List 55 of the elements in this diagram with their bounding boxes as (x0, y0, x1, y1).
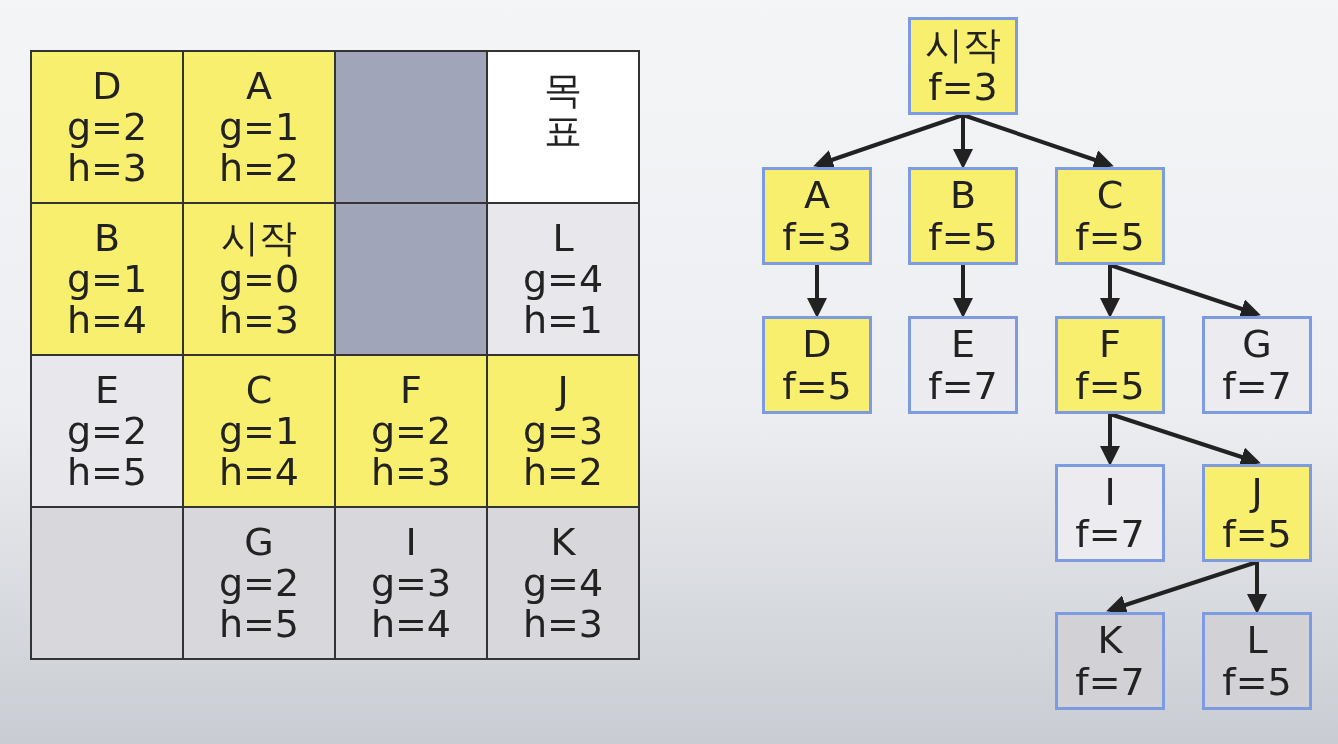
tree-node-box (908, 167, 1018, 265)
tree-node-box (908, 17, 1018, 115)
node-name: E (951, 323, 975, 365)
node-name: J (1251, 471, 1263, 513)
cell-text: 시작 g=0 h=3 (218, 217, 300, 341)
node-name: A (804, 174, 830, 216)
f-value: f=7 (1075, 513, 1145, 555)
node-name: L (1246, 619, 1268, 661)
f-value: f=5 (928, 216, 998, 258)
arrow (1247, 562, 1267, 614)
f-value: f=7 (1075, 661, 1145, 703)
node-name: D (802, 323, 832, 365)
node-name: G (1242, 323, 1272, 365)
f-value: f=5 (1075, 365, 1145, 407)
tree-node-box (762, 167, 872, 265)
cell-text: E g=2 h=5 (66, 369, 148, 493)
arrow (807, 265, 827, 318)
cell-text: J g=3 h=2 (522, 369, 604, 493)
f-value: f=3 (782, 216, 852, 258)
cell-text: K g=4 h=3 (522, 521, 604, 645)
tree-node-box (762, 316, 872, 414)
node-name: C (1096, 174, 1124, 216)
cell-text: B g=1 h=4 (66, 217, 148, 341)
arrow (953, 115, 973, 169)
cell-text: F g=2 h=3 (370, 369, 452, 493)
f-value: f=5 (782, 365, 852, 407)
arrow (1100, 414, 1120, 466)
cell-text: C g=1 h=4 (218, 369, 300, 493)
tree-node-box (1055, 316, 1165, 414)
cell-text: D g=2 h=3 (66, 65, 148, 189)
node-name: K (1097, 619, 1123, 661)
tree-node-box (908, 316, 1018, 414)
tree-node-box (1055, 612, 1165, 710)
f-value: f=3 (928, 66, 998, 108)
f-value: f=5 (1075, 216, 1145, 258)
arrow (1100, 265, 1120, 318)
cell-text: 목표 (544, 70, 582, 152)
f-value: f=7 (1222, 365, 1292, 407)
cell-text: L g=4 h=1 (522, 217, 604, 341)
node-name: I (1104, 471, 1116, 513)
arrow (953, 265, 973, 318)
node-name: 시작 (925, 24, 1001, 66)
node-name: F (1099, 323, 1121, 365)
tree-node-box (1202, 316, 1312, 414)
tree-node-box (1055, 464, 1165, 562)
tree-node-box (1202, 464, 1312, 562)
f-value: f=5 (1222, 661, 1292, 703)
cell-text: G g=2 h=5 (218, 521, 300, 645)
tree-node-box (1202, 612, 1312, 710)
cell-text: A g=1 h=2 (218, 65, 300, 189)
tree-node-box (1055, 167, 1165, 265)
f-value: f=5 (1222, 513, 1292, 555)
cell-text: I g=3 h=4 (370, 521, 452, 645)
node-name: B (949, 174, 977, 216)
f-value: f=7 (928, 365, 998, 407)
